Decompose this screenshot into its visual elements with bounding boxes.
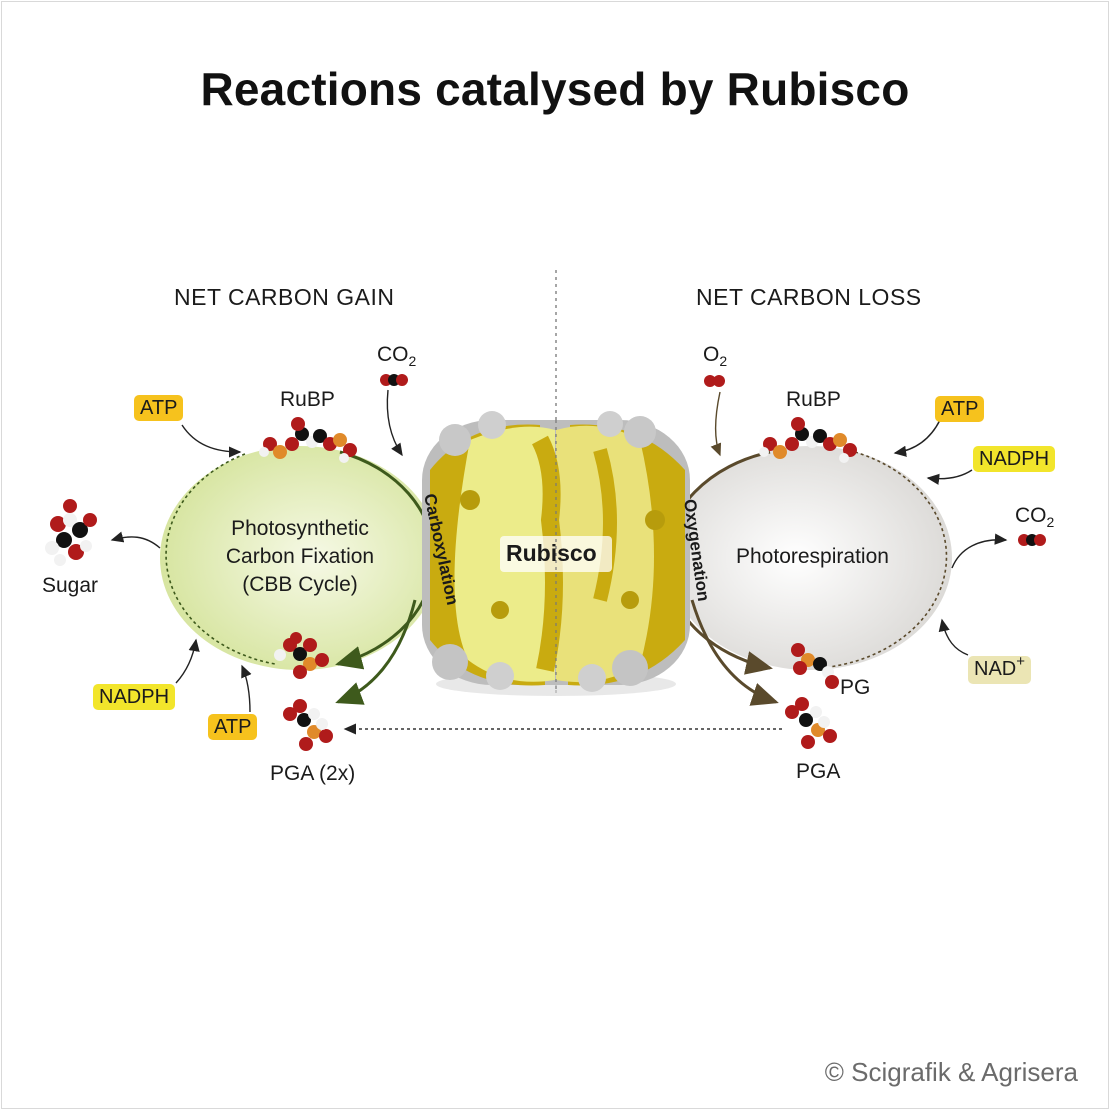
nad-text: NAD: [974, 658, 1017, 680]
nadph-badge-left: NADPH: [93, 684, 176, 710]
co2-text: CO: [377, 343, 409, 366]
co2-molecule-right: [1018, 534, 1046, 546]
rubp-label-right: RuBP: [786, 388, 841, 411]
nad-in-arrow: [938, 618, 969, 656]
cycle-line-1: Photosynthetic: [231, 517, 369, 540]
oxygenation-to-pga-arrow: [690, 599, 779, 706]
co2-label-right: CO2: [1015, 504, 1055, 530]
copyright-notice: © Scigrafik & Agrisera: [824, 1057, 1078, 1087]
calvin-cycle-text: Photosynthetic Carbon Fixation (CBB Cycl…: [205, 515, 395, 599]
co2-out-arrow: [951, 533, 1008, 569]
nadph-in-arrow: [175, 638, 200, 684]
atp-right-arrow: [893, 419, 941, 457]
co2-right-text: CO: [1015, 504, 1047, 527]
atp-badge-right: ATP: [935, 396, 985, 422]
rubp-molecule-left: [259, 417, 357, 463]
pga-molecule-cycle-left: [274, 632, 329, 679]
pg-molecule: [791, 643, 839, 689]
pg-label: PG: [840, 676, 871, 699]
net-carbon-loss-heading: NET CARBON LOSS: [696, 284, 922, 310]
o2-subscript: 2: [719, 353, 728, 369]
nadph-right-arrow: [926, 469, 973, 485]
page-title: Reactions catalysed by Rubisco: [200, 63, 910, 115]
o2-in-arrow: [710, 391, 722, 457]
rubp-label-left: RuBP: [280, 388, 335, 411]
nad-badge: NAD+: [968, 653, 1031, 684]
photorespiration-text: Photorespiration: [736, 545, 889, 568]
photorespiration-ellipse: [668, 446, 952, 670]
nadph-badge-right: NADPH: [973, 446, 1056, 472]
atp-top-arrow: [181, 424, 242, 458]
cycle-line-3: (CBB Cycle): [242, 573, 358, 596]
calvin-cycle-dashed-arc: [165, 453, 276, 665]
pga-2x-label: PGA (2x): [270, 762, 356, 785]
co2-in-arrow: [386, 389, 403, 457]
co2-right-subscript: 2: [1046, 514, 1055, 530]
pga-molecule-left: [283, 699, 333, 751]
rubp-molecule-right: [759, 417, 857, 463]
sugar-label: Sugar: [42, 574, 99, 597]
cycle-line-2: Carbon Fixation: [225, 545, 375, 568]
photorespiration-dashed-arc: [819, 451, 948, 669]
calvin-cycle-ellipse: [160, 446, 440, 670]
pga-label-right: PGA: [796, 760, 841, 783]
carboxylation-to-pga-arrow: [335, 599, 417, 705]
co2-molecule-left: [380, 374, 408, 386]
sugar-out-arrow: [110, 531, 161, 549]
nad-superscript: +: [1016, 653, 1025, 670]
rubisco-label: Rubisco: [506, 540, 597, 566]
rubisco-protein-image: [422, 411, 690, 696]
o2-text: O: [703, 343, 720, 366]
sugar-molecule: [45, 499, 97, 566]
co2-subscript: 2: [408, 353, 417, 369]
net-carbon-gain-heading: NET CARBON GAIN: [174, 284, 395, 310]
co2-label-left: CO2: [377, 343, 417, 369]
o2-label: O2: [703, 343, 728, 369]
atp-badge-top: ATP: [134, 395, 184, 421]
o2-molecule: [704, 375, 725, 387]
atp-bottom-arrow: [241, 664, 252, 713]
atp-badge-bottom: ATP: [208, 714, 258, 740]
pga-molecule-right: [785, 697, 837, 749]
